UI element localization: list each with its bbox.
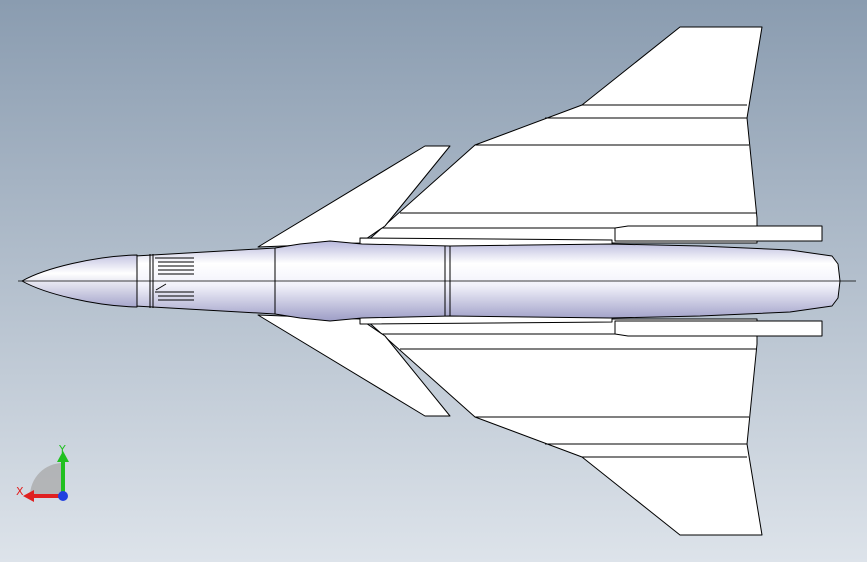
aircraft-model[interactable] [18, 26, 856, 536]
coordinate-triad: X Y [10, 438, 80, 510]
triad-y-label: Y [59, 443, 66, 456]
elevon-fairing-lower[interactable] [614, 320, 823, 337]
section-lines [136, 246, 451, 316]
triad-x-label: X [16, 485, 24, 498]
vent-slots [155, 257, 194, 301]
triad-x-arrowhead [23, 490, 34, 502]
triad-plane-shading [30, 463, 63, 496]
elevon-fairing-upper[interactable] [614, 225, 823, 242]
triad-y-arrowhead [57, 451, 69, 462]
triad-z-axis [58, 491, 68, 501]
